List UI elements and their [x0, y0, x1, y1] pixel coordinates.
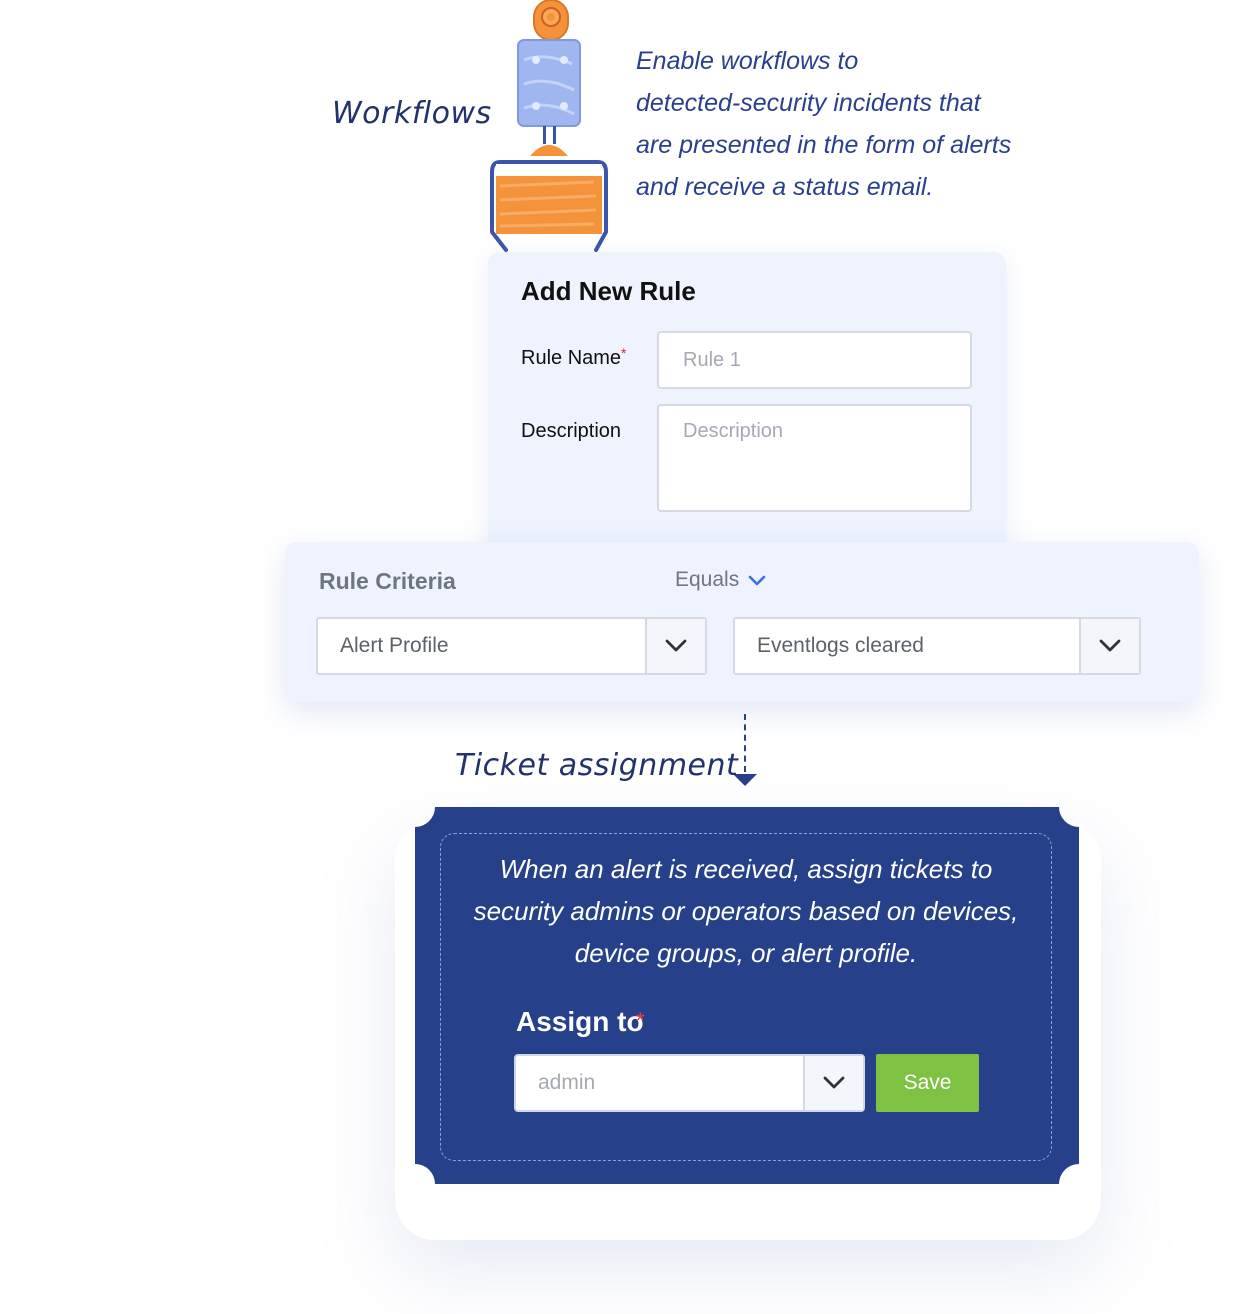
ticket-assignment-heading: Ticket assignment: [455, 748, 739, 783]
ticket-description-line: device groups, or alert profile.: [574, 938, 918, 968]
save-button[interactable]: Save: [876, 1054, 979, 1112]
connector-arrow-icon: [733, 774, 757, 786]
robot-arm-illustration: [490, 0, 608, 252]
workflows-heading: Workflows: [332, 96, 492, 131]
assign-to-label: Assign to: [516, 1006, 644, 1037]
ticket-dashed-border: [440, 833, 1052, 1161]
rule-name-label-text: Rule Name: [521, 347, 622, 369]
assign-to-value: admin: [538, 1071, 596, 1094]
assign-to-dropdown-button[interactable]: [803, 1056, 863, 1110]
intro-line: Enable workflows to: [636, 47, 859, 75]
rule-criteria-title: Rule Criteria: [319, 568, 456, 594]
description-input[interactable]: Description: [657, 404, 972, 512]
intro-description: Enable workflows to detected-security in…: [636, 40, 1066, 208]
criteria-field-dropdown-button[interactable]: [645, 619, 705, 673]
rule-name-input[interactable]: Rule 1: [657, 331, 972, 389]
criteria-value-text: Eventlogs cleared: [757, 634, 924, 657]
chevron-down-icon: [823, 1076, 845, 1089]
criteria-field-select[interactable]: Alert Profile: [316, 617, 707, 675]
ticket-description: When an alert is received, assign ticket…: [450, 848, 1042, 974]
required-mark: *: [621, 345, 627, 361]
criteria-value-select[interactable]: Eventlogs cleared: [733, 617, 1141, 675]
intro-line: are presented in the form of alerts: [636, 131, 1012, 159]
intro-line: and receive a status email.: [636, 173, 934, 201]
required-mark: *: [636, 1008, 645, 1033]
rule-name-label: Rule Name*: [521, 345, 627, 370]
criteria-value-dropdown-button[interactable]: [1079, 619, 1139, 673]
chevron-down-icon: [665, 639, 687, 652]
description-label: Description: [521, 420, 622, 442]
intro-line: detected-security incidents that: [636, 89, 981, 117]
add-rule-title: Add New Rule: [521, 276, 696, 306]
assign-to-select[interactable]: admin: [514, 1054, 865, 1112]
connector-dashed-line: [744, 714, 746, 772]
chevron-down-icon: [1099, 639, 1121, 652]
chevron-down-icon[interactable]: [748, 574, 766, 588]
criteria-field-value: Alert Profile: [340, 634, 449, 657]
operator-dropdown[interactable]: Equals: [675, 568, 740, 591]
ticket-description-line: When an alert is received, assign ticket…: [499, 854, 993, 884]
ticket-description-line: security admins or operators based on de…: [473, 896, 1019, 926]
